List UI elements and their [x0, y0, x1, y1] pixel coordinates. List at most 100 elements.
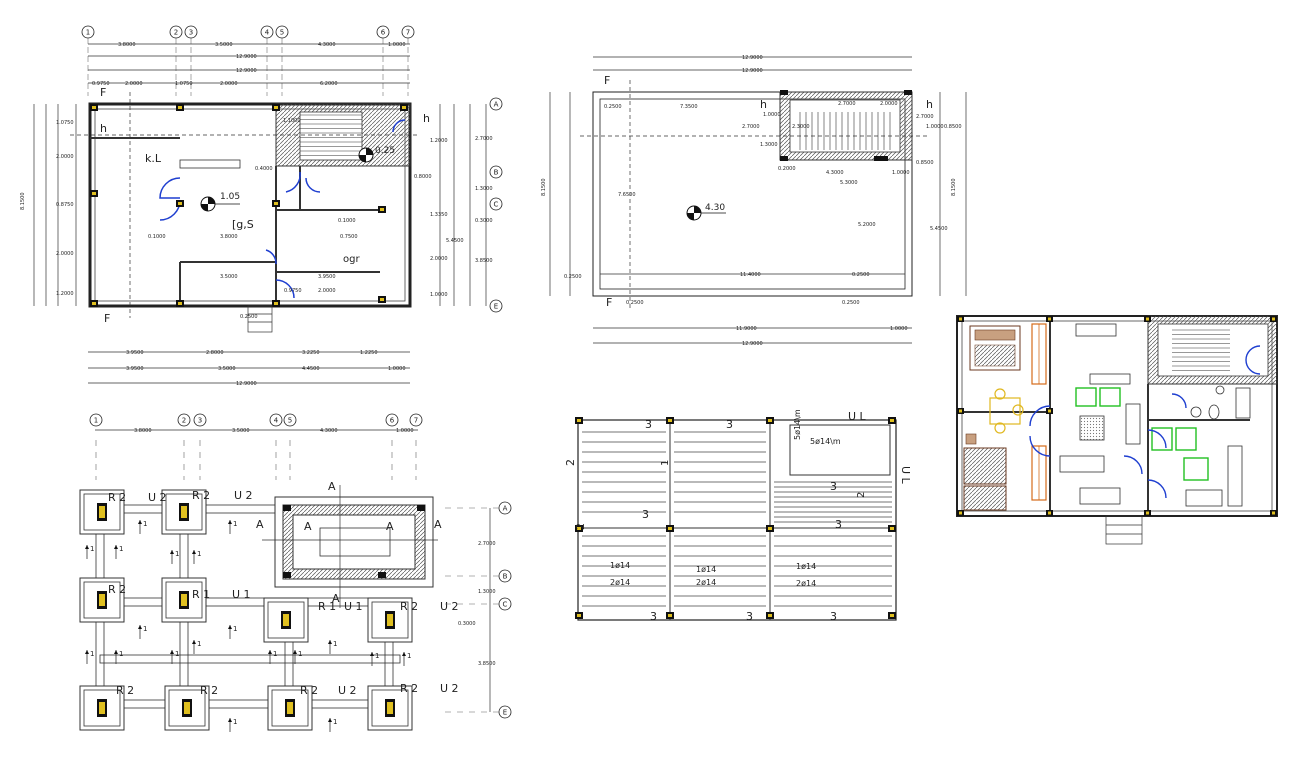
dim-bottom-7: 4.4500	[302, 366, 320, 372]
ftg-label-5: R 2	[108, 583, 126, 596]
bar-arrow-label-13: 1	[233, 520, 237, 528]
dim-right-8: 1.3350	[430, 212, 448, 218]
dim-row3-5: 6.2000	[320, 81, 338, 87]
ftg-label-17: U 2	[440, 682, 459, 695]
axis-bubble-top-6: 6	[376, 25, 390, 39]
svg-text:C: C	[494, 201, 499, 209]
roof-dim-right-6: 5.4500	[930, 226, 948, 232]
slab-ul-label-2: U L	[899, 466, 912, 485]
fnd-section-A-2: A	[304, 520, 312, 533]
dim-right-9: 5.4500	[446, 238, 464, 244]
fnd-axis-bubble-5: 5	[283, 413, 297, 427]
roof-plan: 12.9000 12.9000 11.9000 1.0000 12.9000 F…	[541, 55, 967, 347]
slab-rebar-8: 5ø14\m	[793, 409, 802, 440]
dim-bottom-4: 1.2250	[360, 350, 378, 356]
roof-stair-dim-9: 5.3000	[840, 180, 858, 186]
fnd-dim-1: 3.8000	[134, 428, 152, 434]
bar-arrow-label-1: 1	[119, 545, 123, 553]
inner-dim-2: 0.4000	[255, 166, 273, 172]
axis-bubble-right-E: E	[489, 299, 503, 313]
svg-text:A: A	[503, 505, 508, 513]
slab-label-3e: 3	[830, 480, 837, 493]
dim-top-1: 3.8000	[118, 42, 136, 48]
dim-right-1: 2.7000	[475, 136, 493, 142]
room-gs-label: [g,S	[232, 218, 254, 231]
bar-arrow-label-2: 1	[175, 550, 179, 558]
bar-arrow-label-4: 1	[90, 650, 94, 658]
dim-top-3: 4.3000	[318, 42, 336, 48]
fnd-dim-4: 1.0000	[396, 428, 414, 434]
dim-left-4: 2.0000	[56, 251, 74, 257]
roof-inner-top-2: 7.3500	[680, 104, 698, 110]
slab-label-3f: 3	[650, 610, 657, 623]
ftg-label-16: R 2	[400, 682, 418, 695]
roof-stair-dim-5: 0.8500	[916, 160, 934, 166]
slab-label-3b: 3	[726, 418, 733, 431]
slab-rebar-3: 1ø14	[696, 565, 716, 574]
dim-row3-4: 2.0000	[220, 81, 238, 87]
slab-label-3h: 3	[830, 610, 837, 623]
roof-inner-top-4: 2.0000	[880, 101, 898, 107]
fnd-axis-right-E: E	[498, 705, 512, 719]
slab-ul-label-1: U L	[848, 410, 867, 423]
slab-rebar-7: 5ø14\m	[810, 437, 841, 446]
roof-stair-dim-7: 4.3000	[826, 170, 844, 176]
svg-text:B: B	[503, 573, 508, 581]
slab-rebar-6: 2ø14	[796, 579, 816, 588]
axis-bubble-top-1: 1	[81, 25, 95, 39]
inner-dim-10: 0.7500	[340, 234, 358, 240]
fnd-axis-right-C: C	[498, 597, 512, 611]
section-mark-h-left: h	[100, 122, 107, 135]
ftg-label-7: U 1	[232, 588, 251, 601]
dim-bottom-total: 12.9000	[236, 381, 257, 387]
dim-right-7: 0.8000	[414, 174, 432, 180]
roof-stair-dim-8: 1.0000	[892, 170, 910, 176]
ftg-label-10: R 2	[400, 600, 418, 613]
dim-bottom-8: 1.0000	[388, 366, 406, 372]
dining-table	[989, 388, 1024, 434]
roof-dim-right-4: 5.2000	[858, 222, 876, 228]
bed-2	[963, 433, 1007, 511]
svg-text:7: 7	[414, 417, 418, 425]
dim-left-total: 8.1500	[20, 193, 26, 211]
svg-text:B: B	[494, 169, 499, 177]
fnd-section-A-5: A	[328, 480, 336, 493]
inner-dim-5: 3.5000	[220, 274, 238, 280]
level-marker-main: 1.05	[200, 192, 240, 212]
axis-bubble-top-3: 3	[184, 25, 198, 39]
roof-level-label: 4.30	[705, 203, 725, 213]
roof-dim-right-5: 8.1500	[951, 179, 957, 197]
svg-text:2: 2	[182, 417, 186, 425]
section-mark-F-top: F	[100, 86, 106, 99]
roof-dim-left-2: 7.6500	[618, 192, 636, 198]
dim-right-10: 2.0000	[430, 256, 448, 262]
roof-dim-right-2: 1.0000	[926, 124, 944, 130]
bar-arrow-label-11: 1	[407, 652, 411, 660]
dim-row3-2: 2.0000	[125, 81, 143, 87]
fnd-dim-right-2: 1.3000	[478, 589, 496, 595]
dim-right-6: 1.2000	[430, 138, 448, 144]
axis-bubble-top-4: 4	[260, 25, 274, 39]
roof-section-h-left: h	[760, 98, 767, 111]
slab-label-3c: 3	[642, 508, 649, 521]
fnd-dim-right-4: 3.8500	[478, 661, 496, 667]
footing-9	[367, 685, 413, 731]
slab-label-2c: 2	[856, 492, 867, 498]
bar-arrow-label-10: 1	[375, 652, 379, 660]
level-stair-label: 0.25	[375, 146, 395, 156]
fnd-section-A-4: A	[434, 518, 442, 531]
roof-dim-right-1: 2.7000	[916, 114, 934, 120]
green-furniture-1	[1075, 387, 1209, 481]
roof-dim-bottom-inner: 11.4000	[740, 272, 761, 278]
dim-right-3: 0.3000	[475, 218, 493, 224]
bar-arrow-label-16: 1	[333, 640, 337, 648]
section-mark-h-right: h	[423, 112, 430, 125]
ftg-label-8: R 1	[318, 600, 336, 613]
fnd-axis-bubble-2: 2	[177, 413, 191, 427]
roof-section-F-bottom: F	[606, 296, 612, 309]
roof-dim-bottom-2: 1.0000	[890, 326, 908, 332]
dim-left-5: 1.2000	[56, 291, 74, 297]
svg-text:C: C	[503, 601, 508, 609]
